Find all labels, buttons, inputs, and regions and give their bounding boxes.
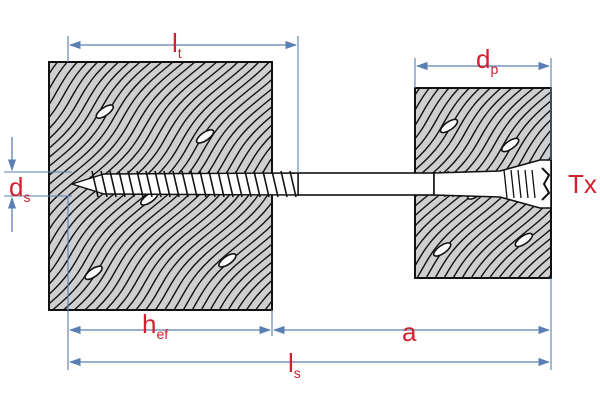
label-dp: dp — [476, 44, 498, 77]
torx-recess-icon — [541, 167, 551, 201]
label-ds: ds — [9, 172, 30, 205]
dimension-lines — [4, 36, 552, 370]
screw-head — [433, 159, 552, 209]
screw — [69, 159, 552, 209]
label-tx: Tx — [568, 169, 597, 199]
screw-shank — [297, 172, 435, 196]
screw-head-knurl — [503, 169, 536, 199]
label-hef: hef — [142, 309, 168, 342]
label-lt: lt — [172, 28, 182, 61]
screw-threads — [91, 170, 297, 198]
label-ls: ls — [288, 348, 301, 381]
label-a: a — [402, 317, 417, 347]
